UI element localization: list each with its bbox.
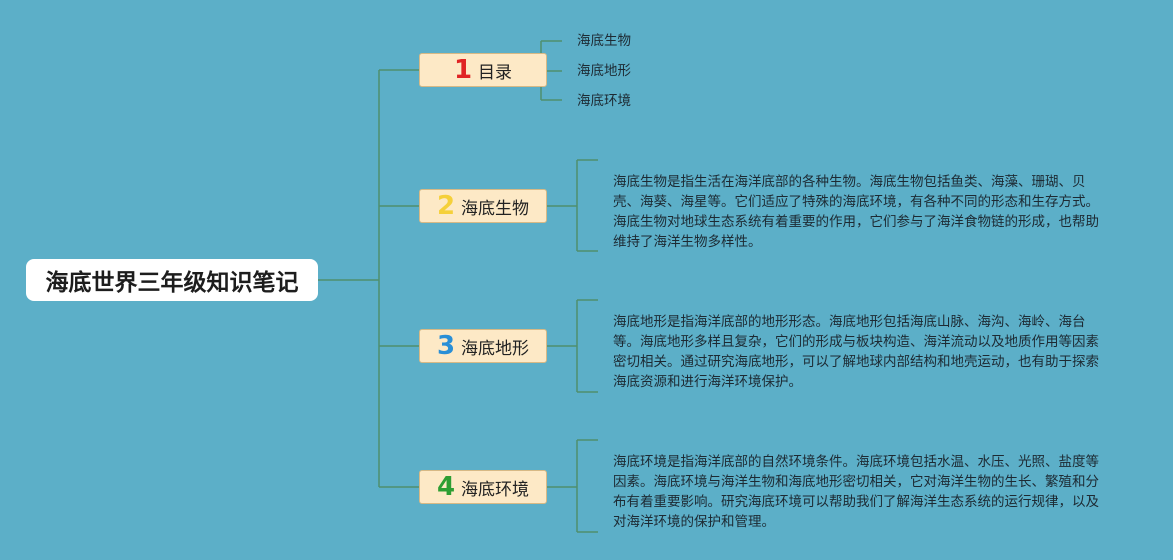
leaf-node[interactable]: 海底地形: [577, 63, 631, 79]
branch-number: 2: [436, 191, 456, 221]
branch-number: 1: [453, 55, 473, 85]
branch-node-seafloor-terrain[interactable]: 3 海底地形: [419, 329, 547, 363]
branch-label: 海底生物: [461, 198, 530, 219]
branch-number: 4: [436, 472, 456, 502]
root-node[interactable]: 海底世界三年级知识笔记: [26, 259, 318, 301]
root-title: 海底世界三年级知识笔记: [45, 270, 299, 296]
leaf-node[interactable]: 海底生物: [577, 33, 631, 49]
branch-label: 海底环境: [461, 479, 530, 500]
branch-node-marine-life[interactable]: 2 海底生物: [419, 189, 547, 223]
leaf-node[interactable]: 海底环境: [577, 93, 631, 109]
branch-description: 海底环境是指海洋底部的自然环境条件。海底环境包括水温、水压、光照、盐度等因素。海…: [613, 454, 1099, 530]
branch-description: 海底地形是指海洋底部的地形形态。海底地形包括海底山脉、海沟、海岭、海台等。海底地…: [613, 314, 1099, 390]
branch-label: 目录: [478, 62, 513, 83]
branch-node-contents[interactable]: 1 目录: [419, 53, 547, 87]
branch-node-seafloor-environment[interactable]: 4 海底环境: [419, 470, 547, 504]
branch-number: 3: [436, 331, 456, 361]
branch-description: 海底生物是指生活在海洋底部的各种生物。海底生物包括鱼类、海藻、珊瑚、贝壳、海葵、…: [613, 174, 1099, 250]
branch-label: 海底地形: [461, 338, 530, 359]
